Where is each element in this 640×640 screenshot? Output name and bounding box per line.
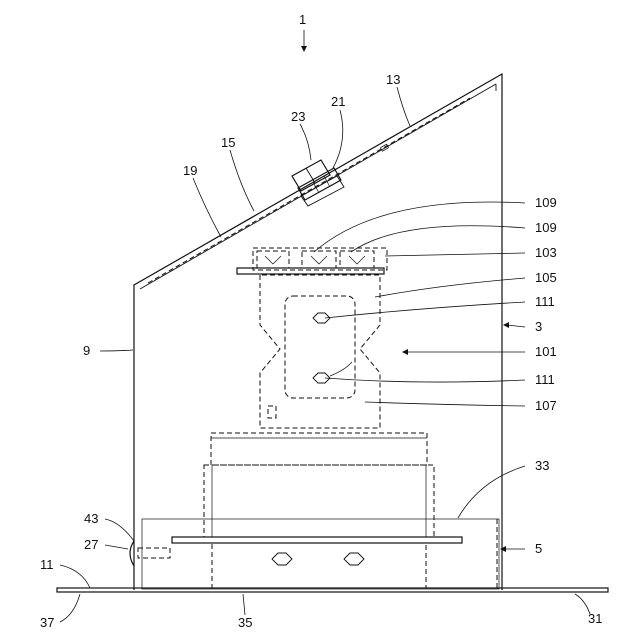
bracket-plate bbox=[237, 268, 384, 274]
leader-111b bbox=[325, 378, 525, 382]
plate-outline-105 bbox=[260, 275, 380, 428]
leader-27 bbox=[105, 545, 128, 549]
label-109-lower: 109 bbox=[535, 220, 557, 235]
label-9: 9 bbox=[83, 343, 90, 358]
leader-5-arrow bbox=[500, 546, 506, 552]
leader-13 bbox=[397, 87, 410, 126]
fan-slot-2 bbox=[302, 251, 336, 268]
bolt-wire bbox=[330, 362, 352, 376]
fan-vane-3 bbox=[349, 256, 365, 264]
fitting-shank-27 bbox=[138, 548, 170, 558]
label-19: 19 bbox=[183, 163, 197, 178]
vent-flange-line-1 bbox=[313, 182, 319, 193]
body-base-plate bbox=[172, 537, 462, 543]
equipment-body bbox=[172, 433, 462, 588]
fan-vane-2 bbox=[311, 256, 327, 264]
side-fitting bbox=[130, 541, 170, 566]
plate-tab bbox=[268, 406, 276, 418]
label-35: 35 bbox=[238, 615, 252, 630]
base-plate-11 bbox=[57, 588, 608, 592]
leader-11 bbox=[60, 565, 90, 588]
label-31: 31 bbox=[588, 611, 602, 626]
mount-plate bbox=[260, 275, 380, 428]
label-27: 27 bbox=[84, 537, 98, 552]
base-bolt-right bbox=[344, 553, 364, 565]
leader-1-arrow bbox=[301, 46, 307, 52]
label-13: 13 bbox=[386, 72, 400, 87]
label-3: 3 bbox=[535, 319, 542, 334]
body-lower-block bbox=[212, 543, 426, 588]
leader-35 bbox=[243, 594, 245, 615]
leader-23 bbox=[300, 124, 311, 160]
housing bbox=[134, 74, 502, 590]
label-101: 101 bbox=[535, 344, 557, 359]
top-bracket-103 bbox=[237, 248, 387, 274]
fan-vane-1 bbox=[265, 256, 281, 264]
base-plate bbox=[57, 588, 608, 592]
leader-33 bbox=[458, 466, 525, 518]
leader-103 bbox=[385, 253, 525, 256]
leader-9 bbox=[100, 350, 133, 351]
inner-frame bbox=[142, 519, 499, 589]
vent-nut-21 bbox=[298, 168, 341, 200]
label-103: 103 bbox=[535, 245, 557, 260]
label-23: 23 bbox=[291, 109, 305, 124]
vent-fitting bbox=[292, 160, 344, 206]
base-bolt-left bbox=[272, 553, 292, 565]
inner-frame-33 bbox=[142, 519, 499, 589]
body-middle-block bbox=[204, 465, 434, 537]
leader-15 bbox=[230, 150, 254, 211]
label-11: 11 bbox=[40, 557, 54, 572]
label-21: 21 bbox=[331, 94, 345, 109]
label-111-lower: 111 bbox=[535, 372, 555, 387]
label-109-upper: 109 bbox=[535, 195, 557, 210]
label-33: 33 bbox=[535, 458, 549, 473]
fan-slot-3 bbox=[340, 251, 374, 268]
label-111-upper: 111 bbox=[535, 294, 555, 309]
label-107: 107 bbox=[535, 398, 557, 413]
housing-outline bbox=[134, 74, 502, 590]
leader-109a bbox=[314, 202, 525, 252]
label-105: 105 bbox=[535, 270, 557, 285]
leader-21 bbox=[333, 110, 343, 168]
leader-3 bbox=[507, 325, 525, 327]
label-15: 15 bbox=[221, 135, 235, 150]
leader-19 bbox=[193, 178, 221, 237]
label-5: 5 bbox=[535, 541, 542, 556]
label-43: 43 bbox=[84, 511, 98, 526]
leader-3-arrow bbox=[503, 322, 509, 328]
leader-107 bbox=[365, 402, 525, 406]
leader-37 bbox=[60, 594, 80, 622]
leader-101-arrow bbox=[402, 349, 408, 355]
label-37: 37 bbox=[40, 615, 54, 630]
label-1: 1 bbox=[299, 12, 306, 27]
leader-43 bbox=[105, 519, 134, 541]
leader-lines bbox=[60, 30, 590, 622]
fan-slot-1 bbox=[257, 251, 289, 268]
